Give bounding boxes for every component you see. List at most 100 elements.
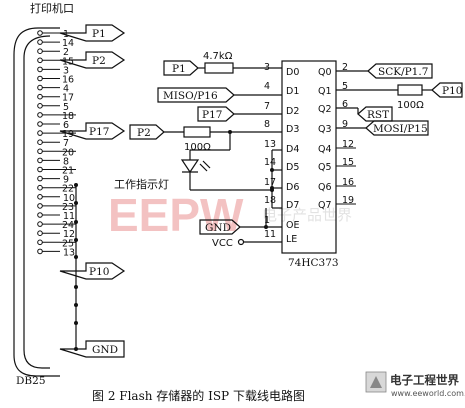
pin-number: 25 [62,238,74,249]
chip-input-label: D4 [286,144,299,155]
pin-number: 12 [63,229,75,240]
svg-text:SCK/P1.7: SCK/P1.7 [378,66,428,78]
pin-hole [37,121,43,127]
pin-number: 2 [63,47,69,58]
chip-pin-number: 16 [342,177,354,188]
chip-input-label: D6 [286,182,299,193]
chip-pin-number: 11 [264,229,276,240]
tag-gnd-left: GND [59,340,125,358]
logo-cn-text: 电子工程世界 [390,373,459,387]
chip-input-label: OE [286,220,299,231]
pin-number: 9 [63,175,69,186]
resistor-r3 [397,84,423,96]
chip-pin-number: 2 [342,62,348,73]
pin-number: 24 [62,220,74,231]
chip-pin-number: 17 [264,177,276,188]
db25-inner-shell [23,35,51,369]
pin-number: 6 [63,120,69,131]
resistor-r1-label: 4.7kΩ [203,51,233,62]
pin-number: 18 [62,111,74,122]
chip-input-label: LE [286,234,297,245]
chip-74hc373-body [281,60,337,254]
pin-number: 22 [62,184,74,195]
led-label: 工作指示灯 [114,177,169,191]
pin-hole [37,84,43,91]
svg-text:P1: P1 [92,28,106,40]
vcc-label: VCC [212,238,233,249]
pin-hole [37,148,43,155]
db25-pins: 1142153164175186197208219221023112412251… [37,29,76,258]
pin-number: 11 [63,211,75,222]
svg-text:P2: P2 [137,127,151,139]
svg-text:MOSI/P15: MOSI/P15 [373,123,428,135]
resistor-r2-label: 100Ω [184,142,211,153]
chip-input-label: D1 [286,86,299,97]
resistor-r1 [204,62,234,74]
tag-p1-mid: P1 [163,60,199,76]
chip-pin-number: 15 [342,157,354,168]
chip-pin-number: 5 [342,81,348,92]
pin-number: 13 [63,247,75,258]
pin-hole [37,212,43,218]
chip-pin-number: 7 [264,101,270,112]
svg-text:P2: P2 [92,55,106,67]
tag-p2-mid: P2 [129,124,165,140]
svg-text:P17: P17 [89,126,109,138]
tag-mosi: MOSI/P15 [365,120,429,136]
chip-pin-number: 14 [264,157,276,168]
vcc-terminal [237,238,245,246]
chip-input-label: D0 [286,67,299,78]
chip-output-label: Q7 [318,200,332,211]
chip-name: 74HC373 [288,257,339,269]
chip-input-label: D3 [286,124,299,135]
pin-number: 7 [63,138,69,149]
chip-input-label: D7 [286,200,299,211]
led-symbol [180,159,200,174]
pin-hole [37,203,43,209]
tag-sck: SCK/P1.7 [367,63,433,79]
logo-url-text: www.eeworld.com.cn [391,389,465,398]
pin-number: 21 [62,166,74,177]
chip-pin-number: 18 [264,195,276,206]
pin-hole [37,103,43,109]
connector-title: 打印机口 [30,1,74,15]
pin-hole [37,194,43,200]
chip-output-label: Q6 [318,182,332,193]
pin-number: 10 [63,193,75,204]
pin-hole [37,221,43,227]
watermark: EEPW 电子产品世界 [108,189,352,241]
tag-p2-left: P2 [59,51,126,69]
pin-hole [37,112,43,118]
tag-p10-right: P10 [431,82,463,98]
tag-miso-mid: MISO/P16 [157,87,235,103]
pin-number: 15 [62,56,74,67]
pin-hole [37,48,43,55]
svg-text:P10: P10 [442,85,462,97]
eeworld-logo: 电子工程世界 www.eeworld.com.cn [365,371,465,398]
chip-output-label: Q0 [318,67,332,78]
tag-p1-left: P1 [59,24,126,42]
tag-p10-left: P10 [59,262,126,280]
chip-pin-number: 9 [342,119,348,130]
pin-hole [37,66,43,73]
pin-hole [37,30,43,36]
pin-hole [37,157,43,164]
chip-pin-number: 12 [342,139,354,150]
pin-number: 5 [63,102,69,113]
pin-hole [37,130,43,136]
watermark-logo-text: EEPW [108,189,244,241]
svg-text:P10: P10 [89,266,109,278]
pin-hole [37,57,43,64]
pin-hole [37,248,43,255]
tag-p17-left: P17 [59,122,126,140]
pin-number: 19 [62,129,74,140]
chip-output-label: Q3 [318,124,332,135]
pin-hole [37,75,43,82]
pin-hole [37,230,43,236]
pin-hole [37,184,43,191]
pin-number: 20 [62,147,74,158]
pin-hole [37,239,43,246]
svg-text:GND: GND [92,344,118,356]
